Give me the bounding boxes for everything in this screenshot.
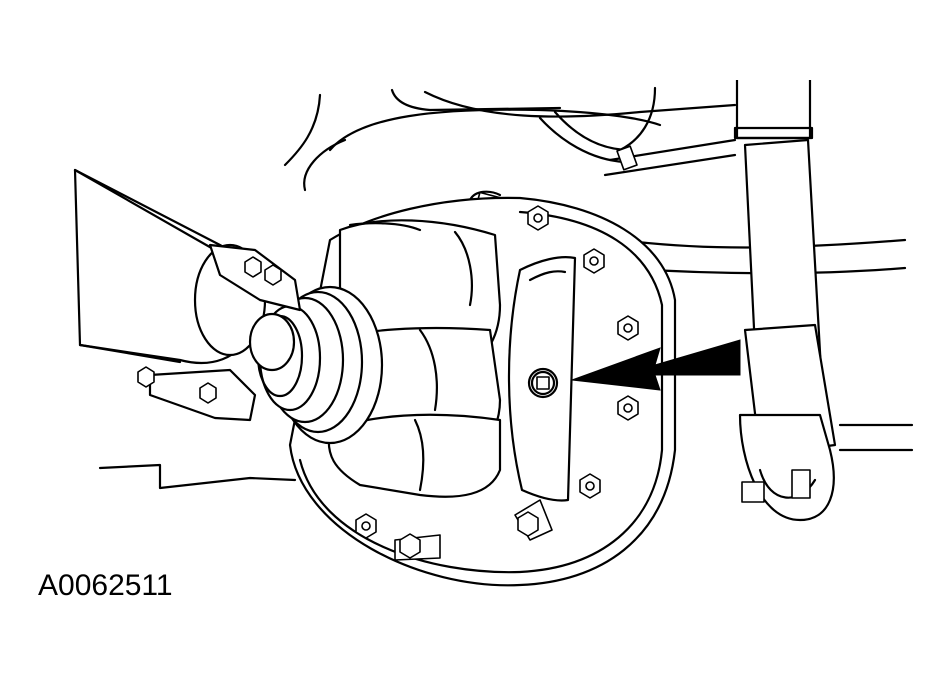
bolt-7 bbox=[394, 533, 441, 561]
bolt-1 bbox=[527, 205, 549, 231]
bolt-5 bbox=[579, 473, 601, 499]
cover-bolts bbox=[355, 205, 639, 561]
vent-tube bbox=[463, 110, 638, 212]
driveshaft bbox=[73, 168, 302, 422]
bolt-4 bbox=[617, 395, 639, 421]
bolt-6 bbox=[355, 513, 377, 539]
bolt-2 bbox=[583, 248, 605, 274]
bolt-8 bbox=[514, 499, 553, 541]
arrow-indicator bbox=[571, 339, 741, 391]
chassis-frame bbox=[98, 86, 914, 490]
bolt-3 bbox=[617, 315, 639, 341]
figure-id-label: A0062511 bbox=[38, 569, 173, 602]
shock-absorber bbox=[733, 80, 837, 522]
u-joint-bolts bbox=[137, 256, 282, 404]
fill-plug bbox=[527, 367, 559, 399]
